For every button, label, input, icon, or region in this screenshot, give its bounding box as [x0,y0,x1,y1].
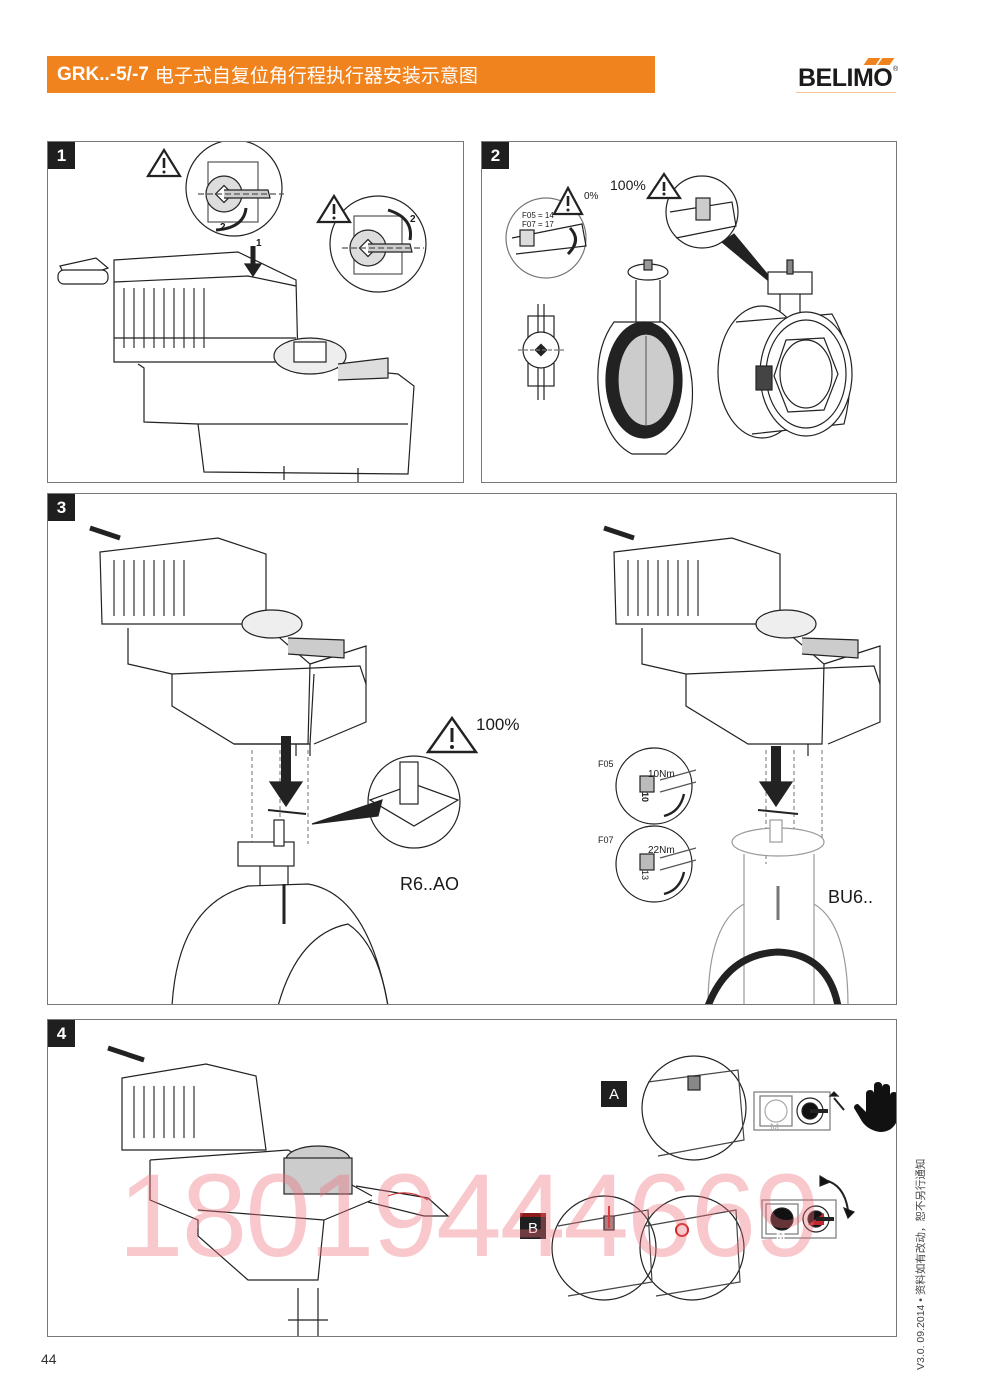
motor-symbol-a: M [770,1122,780,1134]
f07-label: F07 [598,835,614,845]
open-position-label: 100% [476,715,520,734]
f05-size-label: F05 = 14 [522,211,554,220]
closed-position-label: 0% [584,191,599,202]
actuator-illustration [57,142,427,482]
step-1-panel: 1 [47,141,464,483]
detail-circle-b1 [551,1195,657,1301]
option-b-badge: B [520,1213,546,1239]
open-position-label: 100% [610,177,646,193]
f07-size-label: F07 = 17 [522,220,554,229]
step-badge: 1 [48,142,75,169]
detail-circle [185,142,283,237]
f05-label: F05 [598,759,614,769]
brand-name: BELIMO [798,64,893,92]
f05-wrench-size: 10 [640,791,651,803]
step-3-panel: 3 [47,493,897,1005]
option-a-badge: A [601,1081,627,1107]
f07-wrench-size: 13 [640,869,651,881]
warning-icon [316,193,352,224]
valve-model-bu6: BU6.. [828,887,874,907]
step-badge: 3 [48,494,75,521]
warning-icon [552,185,584,216]
callout-step-2: 2 [220,222,226,233]
valve-model-r6: R6..AO [400,874,460,894]
mounting-illustration [89,525,881,1004]
warning-icon [425,715,479,754]
f05-torque-label: 10Nm [648,769,675,780]
detail-circle-a [641,1055,747,1161]
title-text: 电子式自复位角行程执行器安装示意图 [154,66,478,87]
callout-step-2: 2 [410,214,416,225]
valve-illustration [505,172,853,455]
detail-circle [329,195,427,293]
step-4-panel: 4 [47,1019,897,1337]
callout-step-1: 1 [256,238,262,249]
detail-circle-b2 [639,1195,745,1301]
f07-torque-label: 22Nm [648,845,675,856]
step-badge: 2 [482,142,509,169]
adjustment-illustration [107,1045,896,1336]
motor-icon-inactive [764,1099,788,1123]
brand-logo: BELIMO ® [796,58,900,98]
detail-circle [505,197,587,279]
title-bar: GRK..-5/-7 电子式自复位角行程执行器安装示意图 [47,56,655,93]
torque-detail-circle [615,747,693,825]
motor-symbol-b: M [776,1230,786,1242]
warning-icon [645,172,683,200]
registered-mark: ® [893,66,899,73]
version-note: V3.0. 09.2014 • 资料如有改动，恕不另行通知 [915,1158,927,1370]
page-number: 44 [41,1351,57,1367]
warning-icon [146,147,182,178]
title-model: GRK..-5/-7 [57,63,149,85]
motor-icon-active [770,1207,794,1231]
hand-icon [854,1082,896,1132]
detail-circle [367,755,461,849]
detail-circle [665,175,739,249]
torque-detail-circle [615,825,693,903]
logo-underline [796,92,896,93]
step-2-panel: 2 [481,141,897,483]
step-badge: 4 [48,1020,75,1047]
